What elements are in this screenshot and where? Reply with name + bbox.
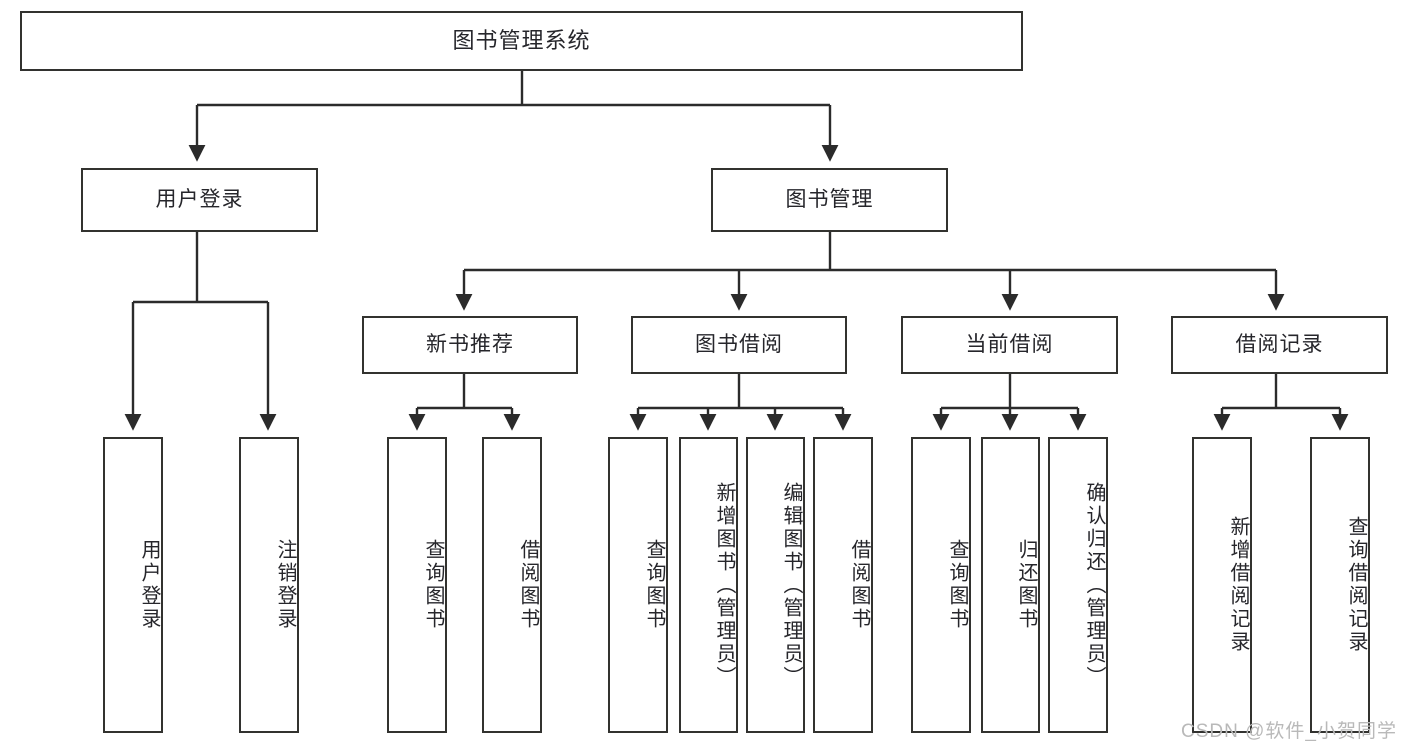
node-label: 新书推荐: [426, 333, 514, 357]
node-label: 图书借阅: [695, 333, 783, 357]
csdn-watermark: CSDN @软件_小贺同学: [1181, 721, 1397, 742]
node-label: 归还图书: [1015, 539, 1037, 631]
node-label: 用户登录: [155, 188, 244, 212]
node-current-borrow[interactable]: 当前借阅: [901, 316, 1118, 374]
node-label: 查询借阅记录: [1345, 516, 1367, 654]
node-book-borrow[interactable]: 图书借阅: [631, 316, 847, 374]
node-label: 新增借阅记录: [1227, 516, 1249, 654]
node-label: 借阅记录: [1235, 333, 1324, 357]
node-label: 图书管理: [785, 188, 874, 212]
leaf-new-book-query[interactable]: 查询图书: [387, 437, 447, 733]
leaf-current-borrow-return[interactable]: 归还图书: [981, 437, 1040, 733]
node-label: 注销登录: [274, 539, 296, 631]
leaf-current-borrow-confirm[interactable]: 确认归还（管理员）: [1048, 437, 1108, 733]
node-label: 查询图书: [422, 539, 444, 631]
node-label: 图书管理系统: [452, 27, 591, 53]
leaf-current-borrow-query[interactable]: 查询图书: [911, 437, 971, 733]
node-user-login[interactable]: 用户登录: [81, 168, 318, 232]
node-label: 用户登录: [138, 539, 160, 631]
leaf-book-borrow-query[interactable]: 查询图书: [608, 437, 668, 733]
leaf-new-book-borrow[interactable]: 借阅图书: [482, 437, 542, 733]
leaf-borrow-record-add[interactable]: 新增借阅记录: [1192, 437, 1252, 733]
leaf-borrow-record-query[interactable]: 查询借阅记录: [1310, 437, 1370, 733]
node-label: 查询图书: [643, 539, 665, 631]
node-root-system[interactable]: 图书管理系统: [20, 11, 1023, 71]
node-label: 编辑图书（管理员）: [780, 481, 802, 689]
node-book-management[interactable]: 图书管理: [711, 168, 948, 232]
leaf-book-borrow-add[interactable]: 新增图书（管理员）: [679, 437, 738, 733]
node-label: 查询图书: [946, 539, 968, 631]
node-label: 当前借阅: [965, 333, 1054, 357]
leaf-book-borrow-borrow[interactable]: 借阅图书: [813, 437, 873, 733]
node-label: 借阅图书: [517, 539, 539, 631]
node-borrow-record[interactable]: 借阅记录: [1171, 316, 1388, 374]
node-label: 新增图书（管理员）: [713, 481, 735, 689]
node-new-book-recommend[interactable]: 新书推荐: [362, 316, 578, 374]
leaf-user-login-login[interactable]: 用户登录: [103, 437, 163, 733]
node-label: 借阅图书: [848, 539, 870, 631]
node-label: 确认归还（管理员）: [1083, 481, 1105, 689]
leaf-book-borrow-edit[interactable]: 编辑图书（管理员）: [746, 437, 805, 733]
leaf-user-login-logout[interactable]: 注销登录: [239, 437, 299, 733]
